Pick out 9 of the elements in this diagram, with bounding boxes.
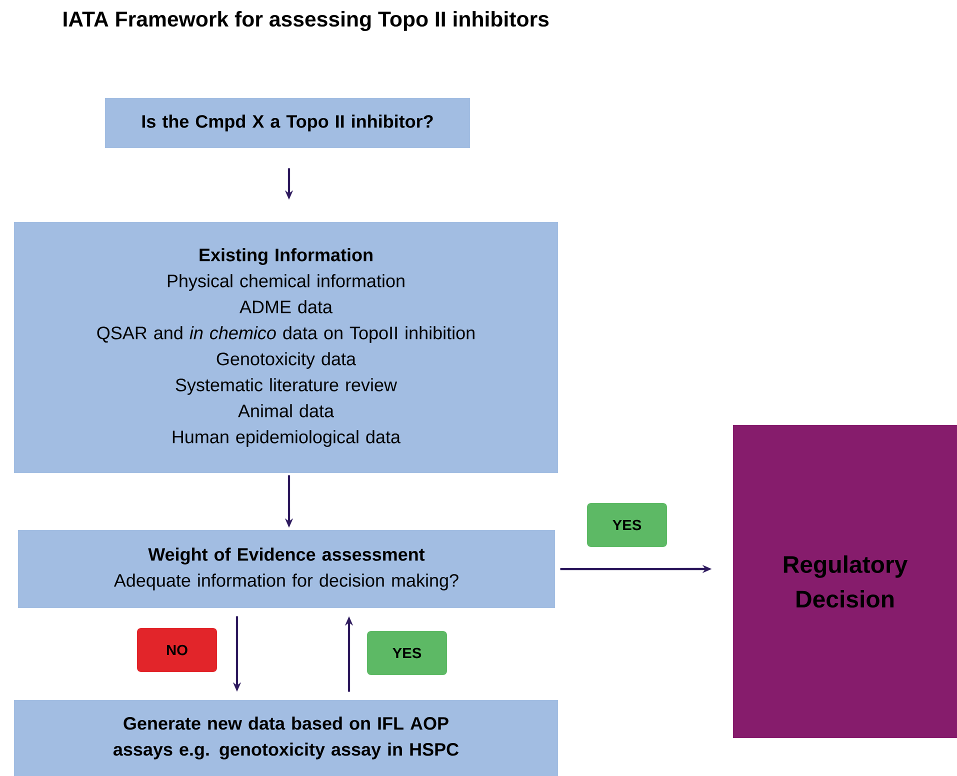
process-box: Existing Information Physical chemical information ADME data QSAR and in chemico data on TopoII inhibition Genotoxicity data Systematic literature review Animal data Human epidemiological data [14,222,558,473]
edge-label: YES [587,503,667,547]
title: IATA Framework for assessing Topo II inhibitors [64,11,549,31]
edge-label: YES [367,631,447,675]
process-box: Generate new data based on IFL AOP assays e.g. genotoxicity assay in HSPC [14,700,558,776]
decision-box: Regulatory Decision [733,425,957,738]
edge-label: NO [137,628,217,672]
process-box: Weight of Evidence assessment Adequate information for decision making? [18,530,555,608]
process-box: Is the Cmpd X a Topo II inhibitor? [105,98,470,148]
